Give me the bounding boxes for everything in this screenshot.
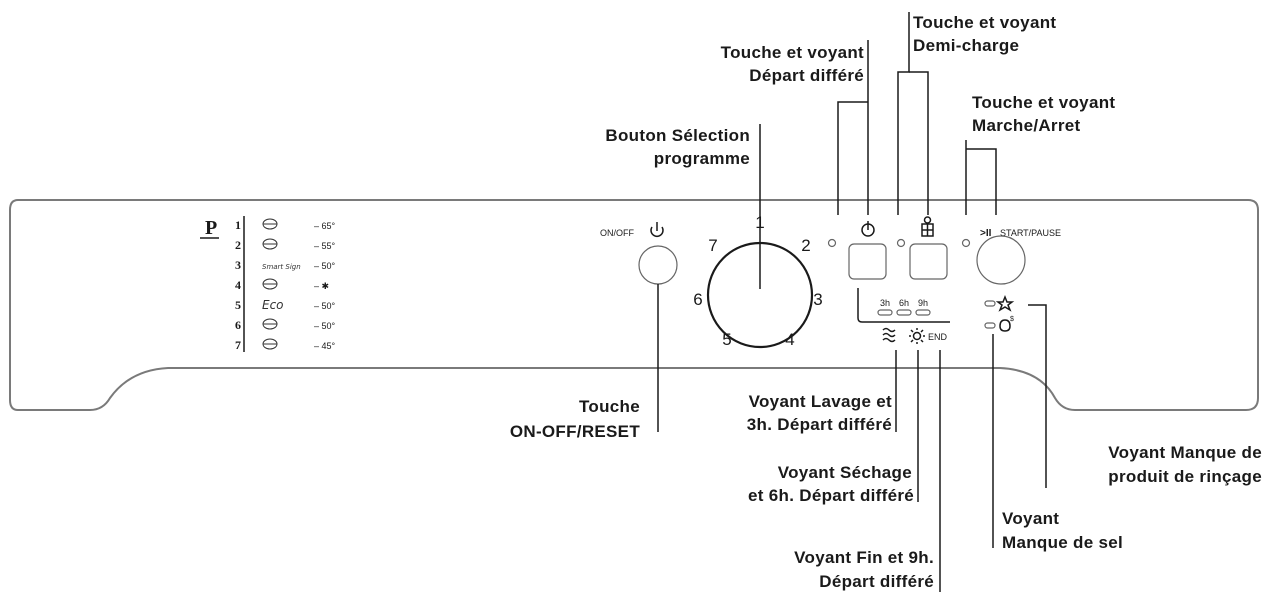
svg-text:Manque de sel: Manque de sel	[1002, 533, 1123, 552]
program-number: 7	[235, 338, 241, 352]
delay-start-button[interactable]	[848, 243, 887, 280]
rinse-aid-star-icon	[995, 294, 1015, 312]
svg-text:Touche et voyant: Touche et voyant	[972, 93, 1115, 112]
svg-text:Départ différé: Départ différé	[819, 572, 934, 591]
delay-hour-label: 9h	[918, 298, 928, 308]
svg-text:Départ différé: Départ différé	[749, 66, 864, 85]
svg-text:Marche/Arret: Marche/Arret	[972, 116, 1081, 135]
dial-number: 4	[785, 330, 794, 349]
delay-hour-label: 6h	[899, 298, 909, 308]
quick-wash-icon	[262, 318, 278, 330]
callout-half-load: Touche et voyant Demi-charge	[913, 13, 1056, 55]
pot-intensive-icon	[262, 218, 278, 230]
program-number: 3	[235, 258, 241, 272]
svg-text:Eco: Eco	[262, 298, 284, 312]
program-number: 4	[235, 278, 241, 292]
callout-wash-3h: Voyant Lavage et 3h. Départ différé	[747, 392, 892, 434]
start-pause-led	[961, 238, 971, 248]
panel-outline	[9, 199, 1259, 411]
dial-number: 6	[693, 290, 702, 309]
svg-text:Bouton Sélection: Bouton Sélection	[605, 126, 750, 145]
svg-text:et 6h. Départ différé: et 6h. Départ différé	[748, 486, 914, 505]
start-pause-label: START/PAUSE	[1000, 228, 1061, 238]
callout-dry-6h: Voyant Séchage et 6h. Départ différé	[748, 463, 914, 505]
rinse-aid-led	[984, 300, 996, 307]
svg-text:Voyant Manque de: Voyant Manque de	[1108, 443, 1262, 462]
led-9h	[915, 309, 931, 316]
svg-text:Touche et voyant: Touche et voyant	[913, 13, 1056, 32]
end-label: END	[928, 332, 948, 342]
onoff-label: ON/OFF	[600, 228, 634, 238]
delay-bracket	[857, 288, 950, 323]
start-pause-symbol: >II	[980, 228, 992, 239]
delay-hour-label: 3h	[880, 298, 890, 308]
svg-text:Touche: Touche	[579, 397, 640, 416]
svg-text:Voyant Séchage: Voyant Séchage	[778, 463, 912, 482]
eco-icon: Eco	[262, 298, 284, 312]
callout-onoff-reset: Touche ON-OFF/RESET	[510, 397, 640, 441]
program-temperature: – 55°	[314, 241, 336, 251]
onoff-reset-button[interactable]	[638, 245, 678, 285]
led-6h	[896, 309, 912, 316]
dial-number: 5	[722, 330, 731, 349]
callout-delay-start-button: Touche et voyant Départ différé	[721, 43, 864, 85]
callout-start-pause: Touche et voyant Marche/Arret	[972, 93, 1115, 135]
svg-text:Voyant Fin et 9h.: Voyant Fin et 9h.	[794, 548, 934, 567]
dry-sun-icon	[909, 328, 925, 344]
callout-rinse-aid: Voyant Manque de produit de rinçage	[1108, 443, 1262, 486]
program-temperature: – 45°	[314, 341, 336, 351]
program-list: P	[200, 216, 245, 352]
delay-hours: 3h 6h 9h	[880, 298, 928, 308]
callout-program-knob: Bouton Sélection programme	[605, 126, 750, 168]
svg-text:Demi-charge: Demi-charge	[913, 36, 1019, 55]
dial-number: 3	[813, 290, 822, 309]
svg-text:$: $	[1010, 316, 1014, 323]
svg-text:Voyant: Voyant	[1002, 509, 1059, 528]
svg-text:Voyant Lavage et: Voyant Lavage et	[749, 392, 892, 411]
program-temperature: – 65°	[314, 221, 336, 231]
salt-led	[984, 322, 996, 329]
delay-leds	[877, 309, 931, 316]
start-pause-button[interactable]	[976, 235, 1026, 285]
pot-normal-icon	[262, 238, 278, 250]
svg-text:produit de rinçage: produit de rinçage	[1108, 467, 1262, 486]
svg-text:Smart Sign: Smart Sign	[262, 263, 301, 271]
callout-end-9h: Voyant Fin et 9h. Départ différé	[794, 548, 934, 591]
program-temperature: – 50°	[314, 301, 336, 311]
half-load-led	[896, 238, 906, 248]
smart-sign-icon: Smart Sign	[262, 263, 301, 271]
program-temperature: – ✱	[314, 281, 329, 291]
callout-leaders	[657, 12, 1047, 592]
svg-text:Touche et voyant: Touche et voyant	[721, 43, 864, 62]
delicate-bowl-icon	[262, 278, 278, 290]
program-number: 1	[235, 218, 241, 232]
delay-clock-icon	[861, 221, 875, 237]
program-indicator-p: P	[205, 217, 217, 239]
half-load-button[interactable]	[909, 243, 948, 280]
program-number: 2	[235, 238, 241, 252]
program-rows: 1 – 65° 2 – 55° 3 Smart Sign – 50° 4 – ✱ 5 Eco – 50…	[235, 218, 336, 352]
program-number: 6	[235, 318, 241, 332]
led-3h	[877, 309, 893, 316]
program-temperature: – 50°	[314, 261, 336, 271]
wash-icon	[882, 327, 896, 343]
svg-text:ON-OFF/RESET: ON-OFF/RESET	[510, 422, 640, 441]
salt-icon: $	[999, 316, 1014, 332]
svg-text:programme: programme	[654, 149, 750, 168]
half-load-icon	[921, 216, 934, 237]
delay-start-led	[827, 238, 837, 248]
program-temperature: – 50°	[314, 321, 336, 331]
callout-salt: Voyant Manque de sel	[1002, 509, 1123, 552]
dial-number: 7	[708, 236, 717, 255]
dial-number: 2	[801, 236, 810, 255]
svg-text:3h. Départ différé: 3h. Départ différé	[747, 415, 892, 434]
power-icon	[650, 222, 664, 237]
glass-icon	[262, 338, 278, 350]
program-number: 5	[235, 298, 241, 312]
